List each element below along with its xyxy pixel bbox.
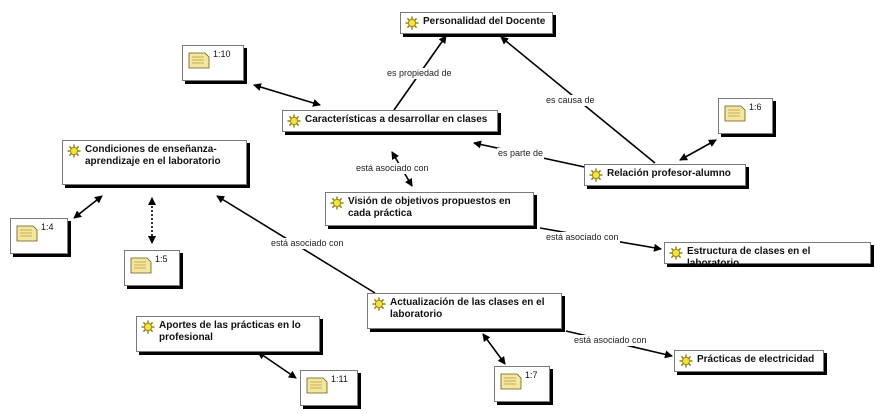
sun-icon bbox=[67, 144, 81, 158]
sun-icon bbox=[589, 168, 603, 182]
code-node-caracteristicas[interactable]: Características a desarrollar en clases bbox=[282, 110, 498, 132]
node-label: Personalidad del Docente bbox=[423, 16, 546, 27]
quotation-node-1-4[interactable]: 1:4 bbox=[10, 218, 68, 254]
code-node-aportes-de-las-practicas[interactable]: Aportes de las prácticas en lo profesion… bbox=[136, 316, 320, 352]
document-icon bbox=[500, 373, 522, 390]
node-label: Actualización de las clases en el labora… bbox=[390, 297, 545, 320]
quotation-node-1-5[interactable]: 1:5 bbox=[124, 250, 180, 286]
sun-icon bbox=[372, 297, 386, 311]
edge-label-esta-asociado-con: está asociado con bbox=[545, 232, 620, 243]
sun-icon bbox=[141, 320, 155, 334]
edge-condiciones-q14 bbox=[73, 195, 103, 219]
edge-label-es-causa-de: es causa de bbox=[545, 95, 596, 106]
edge-aportes-q111 bbox=[257, 351, 297, 379]
edge-label-esta-asociado-con: está asociado con bbox=[270, 238, 345, 249]
sun-icon bbox=[330, 196, 344, 210]
node-label: Características a desarrollar en clases bbox=[305, 114, 488, 125]
document-icon bbox=[724, 105, 746, 122]
quotation-node-1-11[interactable]: 1:11 bbox=[300, 370, 358, 406]
document-icon bbox=[188, 52, 210, 69]
quotation-label: 1:10 bbox=[213, 49, 231, 59]
node-label: Aportes de las prácticas en lo profesion… bbox=[159, 320, 301, 343]
edge-label-esta-asociado-con: está asociado con bbox=[573, 335, 648, 346]
code-node-personalidad-del-docente[interactable]: Personalidad del Docente bbox=[400, 12, 553, 34]
quotation-node-1-7[interactable]: 1:7 bbox=[494, 366, 550, 402]
quotation-node-1-10[interactable]: 1:10 bbox=[182, 45, 244, 81]
edge-caracteristicas-q110 bbox=[253, 83, 321, 107]
quotation-label: 1:4 bbox=[41, 222, 54, 232]
node-label: Condiciones de enseñanza-aprendizaje en … bbox=[85, 144, 221, 167]
code-node-actualizacion-de-clases[interactable]: Actualización de las clases en el labora… bbox=[367, 293, 562, 329]
code-node-estructura-de-clases[interactable]: Estructura de clases en el laboratorio bbox=[664, 242, 871, 269]
quotation-label: 1:5 bbox=[155, 254, 168, 264]
node-label: Prácticas de electricidad bbox=[697, 354, 815, 365]
edge-actualizacion-q17 bbox=[482, 333, 506, 365]
node-label: Visión de objetivos propuestos en cada p… bbox=[348, 196, 511, 219]
edge-label-es-propiedad-de: es propiedad de bbox=[386, 68, 453, 79]
edge-label-es-parte-de: es parte de bbox=[497, 148, 545, 159]
node-label: Estructura de clases en el laboratorio bbox=[687, 246, 811, 269]
code-node-practicas-de-electricidad[interactable]: Prácticas de electricidad bbox=[674, 350, 824, 372]
sun-icon bbox=[405, 16, 419, 30]
document-icon bbox=[16, 225, 38, 242]
document-icon bbox=[306, 377, 328, 394]
quotation-label: 1:6 bbox=[749, 102, 762, 112]
edge-relacion-q16 bbox=[679, 139, 717, 161]
edge-label-esta-asociado-con: está asociado con bbox=[355, 163, 430, 174]
document-icon bbox=[130, 257, 152, 274]
sun-icon bbox=[287, 114, 301, 128]
node-label: Relación profesor-alumno bbox=[607, 168, 731, 179]
code-node-condiciones[interactable]: Condiciones de enseñanza-aprendizaje en … bbox=[62, 140, 247, 185]
quotation-node-1-6[interactable]: 1:6 bbox=[718, 98, 773, 134]
quotation-label: 1:11 bbox=[331, 374, 348, 384]
code-node-relacion-profesor-alumno[interactable]: Relación profesor-alumno bbox=[584, 164, 746, 186]
quotation-label: 1:7 bbox=[525, 370, 538, 380]
sun-icon bbox=[669, 246, 683, 260]
sun-icon bbox=[679, 354, 693, 368]
code-node-vision-de-objetivos[interactable]: Visión de objetivos propuestos en cada p… bbox=[325, 192, 534, 226]
